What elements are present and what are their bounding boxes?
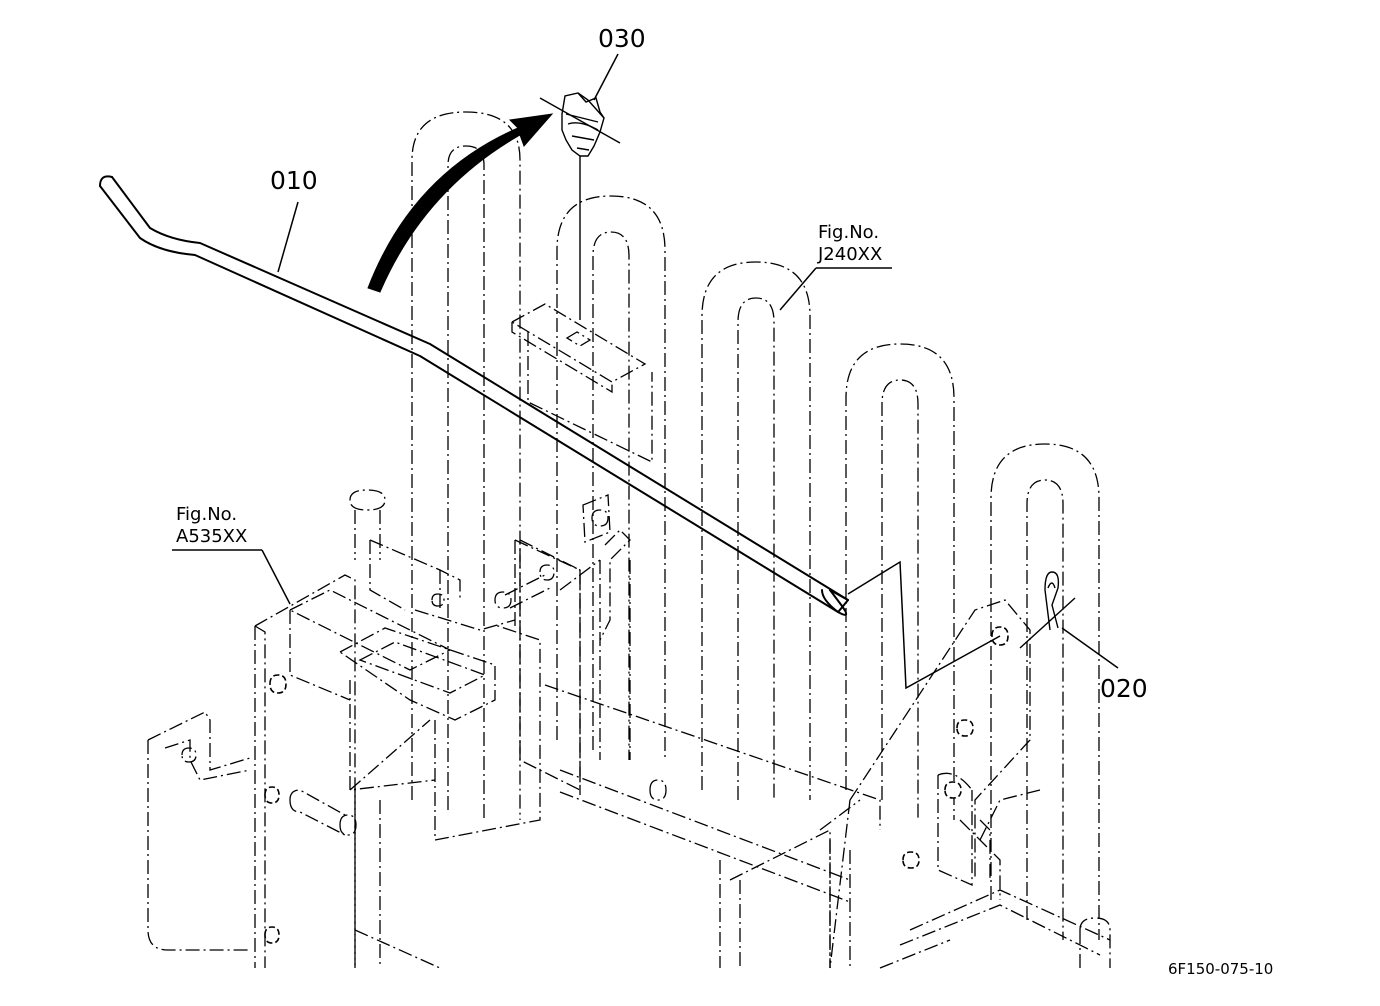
- rod-routing-line: [847, 560, 1001, 690]
- part-010-rod: [99, 175, 849, 616]
- drawing-id: 6F150-075-10: [1168, 960, 1274, 978]
- leader-a535xx: [261, 549, 291, 605]
- fig-ref-j240xx: Fig.No. J240XX: [818, 222, 882, 266]
- clip-mount-bracket: [510, 303, 653, 464]
- leader-010: [277, 201, 299, 273]
- leader-020: [1061, 627, 1119, 669]
- coil-3: [701, 261, 811, 800]
- leader-lines: [172, 53, 1119, 690]
- part-number-010: 010: [270, 166, 318, 195]
- fig-ref-caption: Fig.No.: [176, 504, 238, 525]
- part-number-030: 030: [598, 24, 646, 53]
- leader-030: [593, 53, 619, 101]
- rotation-arrow: [367, 113, 554, 293]
- fig-ref-code: A535XX: [176, 526, 248, 547]
- part-number-020: 020: [1100, 674, 1148, 703]
- radiator-coils: [411, 111, 1100, 940]
- fig-ref-a535xx: Fig.No. A535XX: [176, 504, 247, 548]
- part-020-snap-pin: [1019, 571, 1076, 649]
- left-hitch-assembly: [147, 489, 581, 968]
- frame-chassis: [354, 494, 1111, 969]
- side-bracket-plate: [829, 599, 1031, 969]
- leader-j240xx: [779, 267, 817, 311]
- coil-5: [990, 443, 1100, 940]
- coil-2: [556, 195, 666, 760]
- part-030-clip: [539, 92, 621, 320]
- coil-4: [845, 343, 955, 820]
- fig-ref-caption: Fig.No.: [818, 222, 880, 243]
- fig-ref-code: J240XX: [818, 244, 883, 265]
